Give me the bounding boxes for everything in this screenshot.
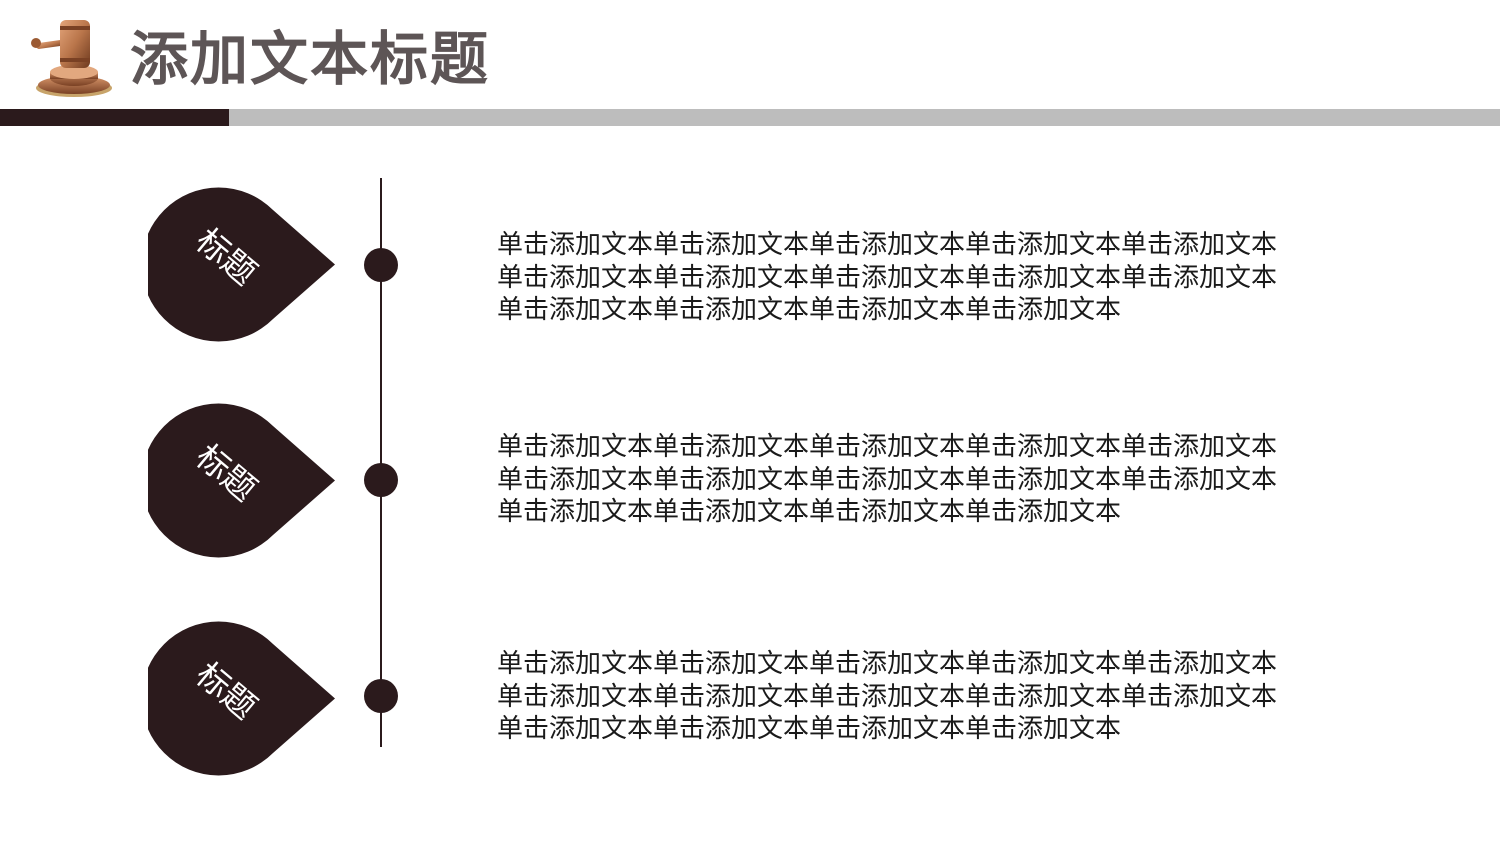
header-bar-dark xyxy=(0,109,229,126)
gavel-icon xyxy=(30,14,116,100)
text-line: 单击添加文本单击添加文本单击添加文本单击添加文本单击添加文本 xyxy=(497,432,1278,462)
text-line: 单击添加文本单击添加文本单击添加文本单击添加文本单击添加文本 xyxy=(497,464,1278,495)
text-line: 单击添加文本单击添加文本单击添加文本单击添加文本单击添加文本 xyxy=(497,262,1278,293)
header-bar-grey xyxy=(229,109,1500,126)
item-text-3: 单击添加文本单击添加文本单击添加文本单击添加文本单击添加文本 单击添加文本单击添… xyxy=(497,648,1327,746)
title-badge-3: 标题 xyxy=(148,621,338,776)
item-text-2: 单击添加文本单击添加文本单击添加文本单击添加文本单击添加文本 单击添加文本单击添… xyxy=(497,431,1327,529)
timeline-line xyxy=(380,178,382,747)
title-badge-1: 标题 xyxy=(148,187,338,342)
text-line: 单击添加文本单击添加文本单击添加文本单击添加文本单击添加文本 xyxy=(497,681,1278,712)
timeline-dot-1 xyxy=(364,248,398,282)
text-line: 单击添加文本单击添加文本单击添加文本单击添加文本单击添加文本 xyxy=(497,649,1278,679)
text-line: 单击添加文本单击添加文本单击添加文本单击添加文本单击添加文本 xyxy=(497,230,1278,260)
title-badge-2: 标题 xyxy=(148,403,338,558)
text-line: 单击添加文本单击添加文本单击添加文本单击添加文本 xyxy=(497,295,1122,325)
item-text-1: 单击添加文本单击添加文本单击添加文本单击添加文本单击添加文本 单击添加文本单击添… xyxy=(497,229,1327,327)
text-line: 单击添加文本单击添加文本单击添加文本单击添加文本 xyxy=(497,497,1122,527)
timeline-dot-3 xyxy=(364,679,398,713)
page-title: 添加文本标题 xyxy=(130,25,491,93)
text-line: 单击添加文本单击添加文本单击添加文本单击添加文本 xyxy=(497,714,1122,744)
timeline-dot-2 xyxy=(364,463,398,497)
